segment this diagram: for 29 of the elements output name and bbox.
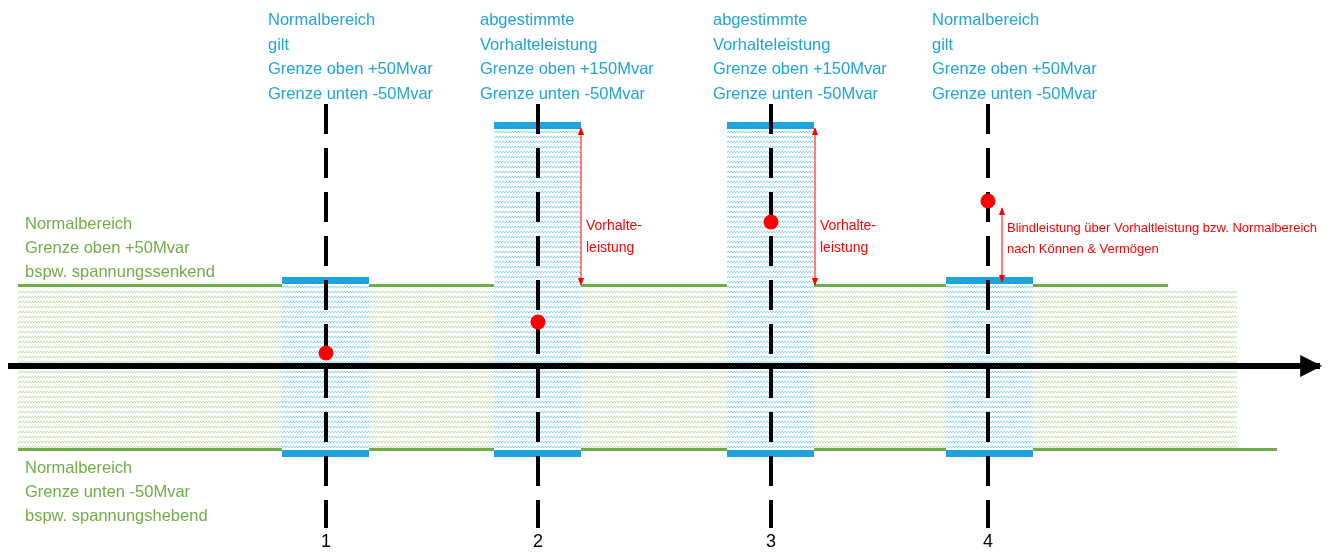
- range-label: abgestimmte: [713, 9, 808, 30]
- range-label: Grenze unten -50Mvar: [25, 481, 191, 502]
- range-label: gilt: [268, 33, 290, 55]
- range-label: Grenze oben +150Mvar: [480, 58, 654, 79]
- range-label: Grenze unten -50Mvar: [932, 82, 1098, 104]
- range-label: Grenze unten -50Mvar: [713, 82, 879, 104]
- range-label: Vorhalteleistung: [713, 33, 831, 55]
- range-label: bspw. spannungshebend: [25, 505, 208, 526]
- range-label: Grenze oben +50Mvar: [268, 58, 433, 79]
- range-label: Normalbereich: [268, 9, 376, 30]
- range-label: Grenze oben +50Mvar: [25, 237, 190, 258]
- annotation-text: Vorhalte- leistung: [820, 216, 878, 257]
- range-label: bspw. spannungssenkend: [25, 261, 215, 282]
- range-label: Vorhalteleistung: [480, 33, 598, 55]
- marker-number: 3: [766, 530, 776, 552]
- range-label: Grenze unten -50Mvar: [268, 82, 434, 104]
- annotation-text: Vorhalte- leistung: [586, 216, 644, 257]
- range-label: Normalbereich: [932, 9, 1040, 30]
- marker-number: 1: [321, 530, 331, 552]
- range-label: Grenze unten -50Mvar: [480, 82, 646, 104]
- range-label: Grenze oben +50Mvar: [932, 58, 1097, 79]
- range-label: Normalbereich: [25, 213, 133, 234]
- marker-number: 2: [533, 530, 543, 552]
- range-label: gilt: [932, 33, 954, 55]
- range-label: Normalbereich: [25, 457, 133, 478]
- range-label: abgestimmte: [480, 9, 575, 30]
- annotation-text: Blindleistung über Vorhaltleistung bzw. Normalbereich nach Können & Vermögen: [1007, 219, 1317, 258]
- range-label: Grenze oben +150Mvar: [713, 58, 887, 79]
- marker-number: 4: [983, 530, 993, 552]
